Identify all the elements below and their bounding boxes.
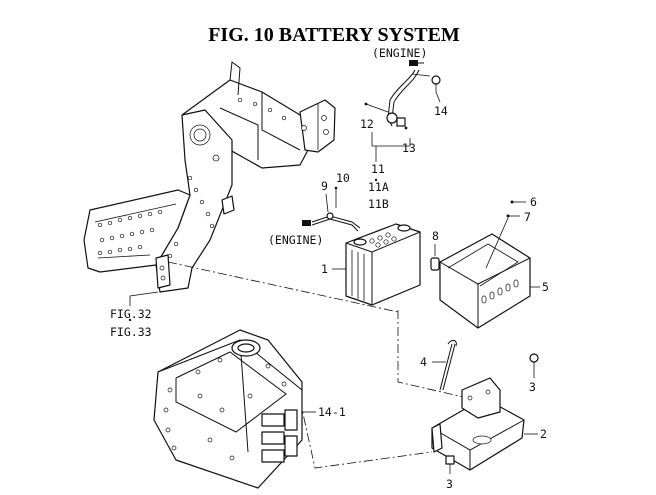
callout-10: 10 (336, 171, 350, 185)
bolt-3-upper (529, 353, 539, 372)
callout-8: 8 (432, 229, 439, 243)
ground-cable (311, 212, 361, 232)
callout-13: 13 (402, 141, 416, 155)
engine-terminal-left (302, 220, 311, 226)
callout-11: 11 (371, 162, 385, 176)
callout-12: 12 (360, 117, 374, 131)
battery (345, 223, 421, 306)
rail-holes (97, 97, 287, 273)
callout-2: 2 (540, 427, 547, 441)
callout-3a: 3 (529, 380, 536, 394)
callout-14: 14 (434, 104, 448, 118)
callout-3b: 3 (446, 477, 453, 491)
bolt-14 (431, 75, 441, 92)
figure-title: FIG. 10 BATTERY SYSTEM (208, 24, 460, 46)
callout-6: 6 (530, 195, 537, 209)
ref-fig33: FIG.33 (110, 325, 152, 339)
callout-11b: 11B (368, 197, 389, 211)
hold-down-rod (439, 339, 457, 391)
callout-9: 9 (321, 179, 328, 193)
bolt-3-lower (445, 455, 455, 474)
callout-4: 4 (420, 355, 427, 369)
battery-bracket (431, 377, 525, 471)
spacer-8 (430, 257, 440, 271)
callout-7: 7 (524, 210, 531, 224)
callout-11a: 11A (368, 180, 389, 194)
callout-1: 1 (321, 262, 328, 276)
ref-engine-left: (ENGINE) (268, 233, 323, 247)
frame-assembly (83, 61, 336, 293)
callout-5: 5 (542, 280, 549, 294)
ref-engine-top: (ENGINE) (372, 46, 427, 60)
transmission-housing (153, 329, 303, 489)
engine-terminal-top (409, 60, 424, 66)
positive-cable (386, 69, 420, 127)
battery-cover (439, 233, 531, 329)
callout-14-1: 14-1 (318, 405, 346, 419)
ref-fig32: FIG.32 (110, 307, 152, 321)
